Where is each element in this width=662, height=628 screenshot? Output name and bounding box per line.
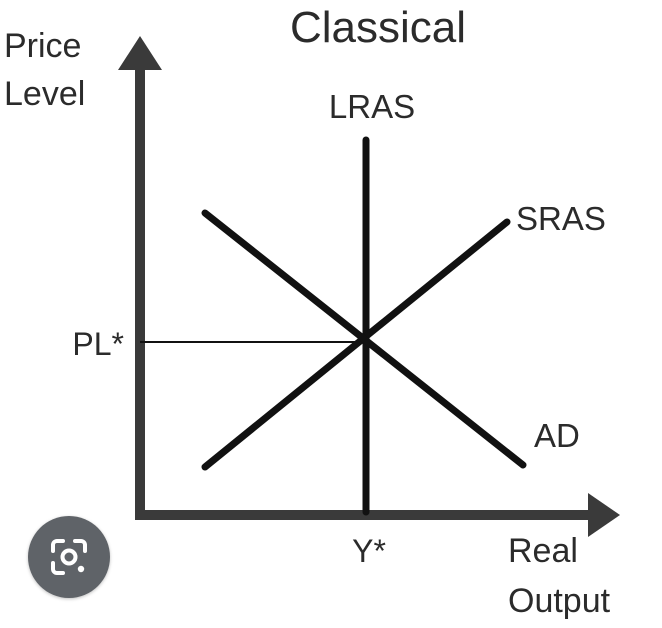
y-axis-label-line1: Price — [4, 27, 81, 65]
x-axis — [135, 493, 620, 537]
diagram-title: Classical — [290, 3, 466, 52]
sras-curve — [201, 218, 511, 471]
sras-label: SRAS — [516, 200, 606, 237]
y-axis — [118, 36, 162, 520]
x-axis-arrow-icon — [588, 493, 620, 537]
ad-curve — [201, 209, 527, 469]
price-equilibrium-label: PL* — [72, 326, 124, 362]
y-axis-label-line2: Level — [4, 75, 85, 113]
lras-label: LRAS — [329, 88, 415, 125]
y-axis-arrow-icon — [118, 36, 162, 70]
ad-label: AD — [534, 417, 580, 454]
x-axis-label-line1: Real — [508, 532, 578, 570]
x-axis-label-line2: Output — [508, 582, 611, 620]
google-lens-icon — [51, 539, 87, 575]
visual-search-button[interactable] — [28, 516, 110, 598]
output-equilibrium-label: Y* — [352, 533, 386, 569]
